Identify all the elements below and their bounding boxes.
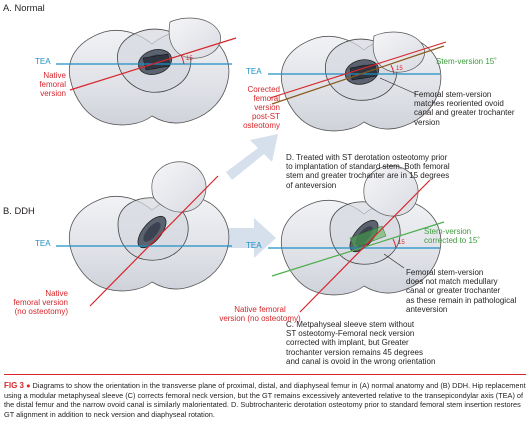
- caption-text: Diagrams to show the orientation in the …: [4, 381, 526, 419]
- tea-label-d: TEA: [246, 67, 262, 76]
- panel-d-description: D. Treated with ST derotation osteotomy …: [286, 153, 450, 190]
- stem-corrected-label: Stem-version corrected to 15˚: [424, 227, 481, 245]
- greater-trochanter-a: [168, 17, 221, 59]
- corrected-version-line-d: [269, 41, 447, 99]
- stem-not-match-annotation: Femoral stem-version does not match medu…: [406, 268, 517, 314]
- svg-text:15: 15: [398, 240, 405, 246]
- native-version-line-a: [69, 37, 237, 91]
- caption-divider: [4, 374, 526, 375]
- panel-b-femur: [56, 161, 232, 307]
- arrow-up-right: [226, 134, 278, 180]
- panel-a-femur: 15: [56, 17, 237, 126]
- arrow-right: [228, 218, 276, 258]
- greater-trochanter-c: [363, 165, 419, 217]
- stem-version-line-d: [271, 45, 445, 105]
- caption-bullet: ●: [26, 381, 31, 390]
- tea-label-c: TEA: [246, 241, 262, 250]
- femur-orientation-diagram: 15 15 1: [56, 17, 447, 313]
- svg-text:15: 15: [396, 66, 403, 72]
- tea-label-a: TEA: [35, 57, 51, 66]
- stem-version-label-d: Stem-version 15˚: [436, 57, 497, 66]
- panel-b-label: B. DDH: [3, 205, 35, 216]
- figure-number: FIG 3: [4, 381, 25, 390]
- figure-caption: FIG 3 ● Diagrams to show the orientation…: [4, 381, 526, 419]
- native-version-label-c: Native femoral version (no osteotomy): [219, 305, 301, 323]
- panel-c-femur: 15: [268, 165, 445, 313]
- native-version-line-c: [299, 179, 431, 313]
- stem-matches-annotation: Femoral stem-version matches reoriented …: [414, 90, 515, 127]
- stem-version-line-c: [271, 221, 445, 277]
- greater-trochanter-d: [372, 31, 425, 73]
- panel-c-description: C. Metpahyseal sleeve stem without ST os…: [286, 320, 436, 366]
- native-version-label-a: Native femoral version: [39, 71, 66, 98]
- panel-a-label: A. Normal: [3, 2, 45, 13]
- native-version-line-b: [89, 175, 219, 307]
- corrected-version-label: Corected femoral version post-ST osteoto…: [243, 85, 280, 130]
- panel-d-femur: 15: [268, 31, 447, 132]
- sleeve-stem-c: [349, 225, 387, 249]
- tea-label-b: TEA: [35, 239, 51, 248]
- svg-text:15: 15: [186, 56, 193, 62]
- native-version-label-b: Native femoral version (no osteotomy): [13, 289, 68, 316]
- greater-trochanter-b: [151, 161, 207, 213]
